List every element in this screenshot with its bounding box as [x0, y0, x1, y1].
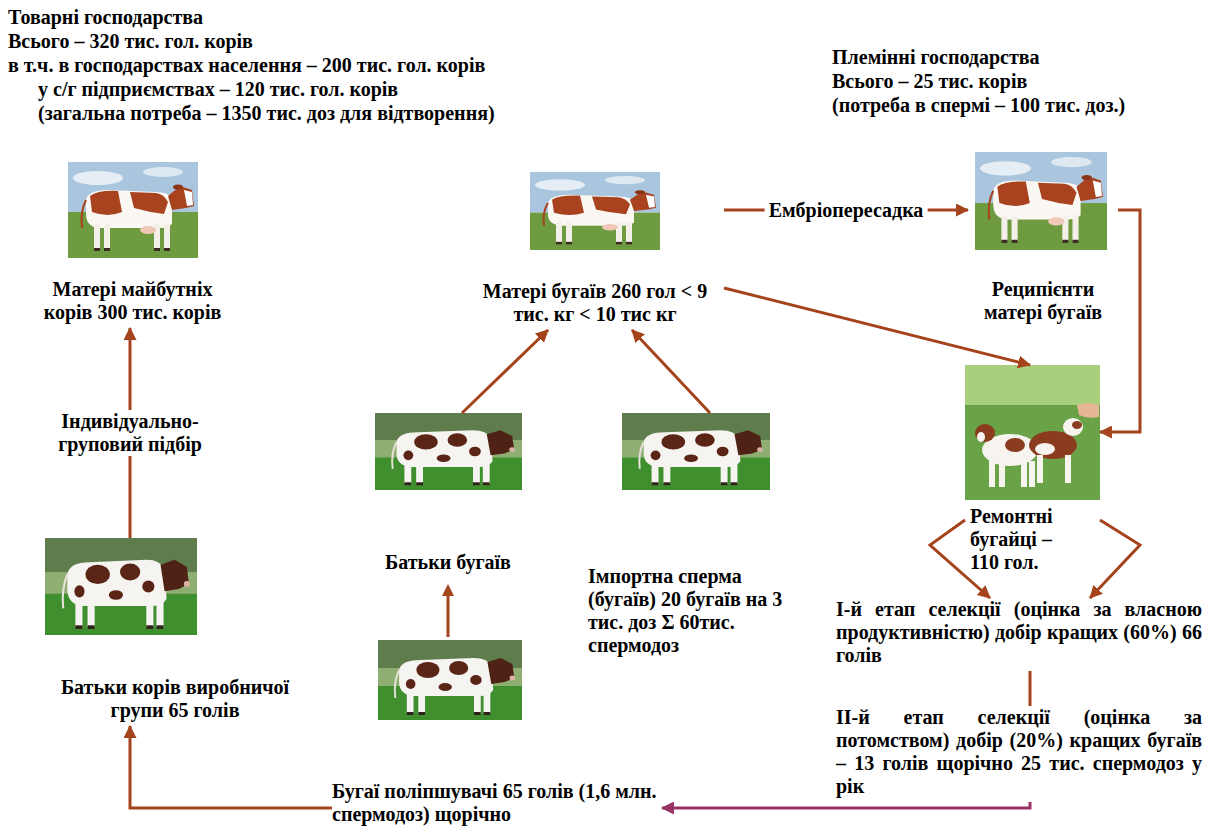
picture-space	[372, 413, 524, 551]
header-label: Всього – 320 тис. гол. корів	[8, 30, 253, 53]
node-text: Реципієнти матері бугаїв	[968, 278, 1118, 328]
bull-picture	[375, 413, 522, 490]
flow-arrow	[462, 330, 548, 413]
flow-arrow	[662, 802, 1030, 808]
sire-arrow-head	[442, 584, 454, 596]
picture-node: Реципієнти матері бугаїв	[968, 152, 1118, 328]
flow-arrow	[724, 288, 1030, 365]
header-label: Товарні господарства	[8, 6, 203, 29]
picture-node: Батьки бугаїв	[372, 413, 524, 578]
cow-picture	[530, 172, 660, 250]
picture-space	[588, 413, 803, 565]
stage-block: ІІ-й етап селекції (оцінка за потомством…	[836, 706, 1202, 802]
picture-node: Ремонтні бугайці – 110 гол.	[965, 365, 1100, 578]
edge-label: Ембріопересадка	[765, 199, 928, 222]
picture-space	[968, 152, 1118, 278]
node-text: І-й етап селекції (оцінка за власною про…	[836, 598, 1202, 671]
flow-arrow	[1029, 671, 1032, 706]
node-text: Матері бугаїв 260 гол < 9 тис. кг < 10 т…	[466, 280, 724, 330]
bull-picture	[378, 640, 522, 720]
result-block: Бугаї поліпшувачі 65 голів (1,6 млн. спе…	[332, 780, 662, 830]
cow-picture	[975, 152, 1107, 250]
bull-picture	[45, 538, 197, 635]
header-label: в т.ч. в господарствах населення – 200 т…	[8, 54, 485, 77]
calves-picture	[965, 365, 1100, 500]
picture-space	[30, 162, 235, 278]
sire-arrow-line	[447, 594, 450, 637]
node-text: Батьки бугаїв	[372, 551, 524, 578]
picture-space	[965, 365, 1100, 505]
flow-arrow	[1100, 210, 1140, 432]
header-label: у с/г підприємствах – 120 тис. гол. корі…	[38, 78, 398, 101]
picture-space	[466, 172, 724, 280]
node-text: Батьки корів виробничої групи 65 голів	[40, 676, 310, 726]
edge-label: Індивідуально-груповий підбір	[34, 410, 227, 456]
picture-node: Матері майбутніх корів 300 тис. корів	[30, 162, 235, 328]
node-text: Ремонтні бугайці – 110 гол.	[970, 505, 1080, 578]
flow-arrow	[632, 330, 710, 413]
picture-node: Батьки корів виробничої групи 65 голів	[40, 538, 310, 726]
header-label: (загальна потреба – 1350 тис. доз для ві…	[38, 102, 495, 125]
stage-block: І-й етап селекції (оцінка за власною про…	[836, 598, 1202, 671]
header-label: Всього – 25 тис. корів	[832, 70, 1027, 93]
flow-arrow	[1090, 520, 1140, 598]
node-text: ІІ-й етап селекції (оцінка за потомством…	[836, 706, 1202, 802]
header-label: (потреба в спермі – 100 тис. доз.)	[832, 94, 1125, 117]
picture-node: Матері бугаїв 260 гол < 9 тис. кг < 10 т…	[466, 172, 724, 330]
cow-picture	[68, 162, 198, 258]
picture-node: Імпортна сперма (бугаїв) 20 бугаїв на 3 …	[588, 413, 803, 661]
flow-arrow	[130, 726, 332, 808]
bull-picture	[622, 413, 770, 490]
header-label: Племінні господарства	[832, 46, 1040, 69]
node-text: Імпортна сперма (бугаїв) 20 бугаїв на 3 …	[588, 565, 803, 661]
node-text: Матері майбутніх корів 300 тис. корів	[30, 278, 235, 328]
picture-space	[40, 538, 310, 676]
node-text: Бугаї поліпшувачі 65 голів (1,6 млн. спе…	[332, 780, 662, 830]
